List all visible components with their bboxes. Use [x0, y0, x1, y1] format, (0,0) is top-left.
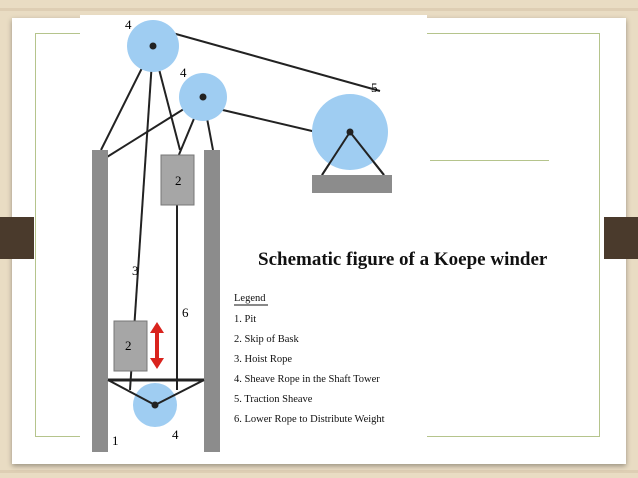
lower-skip [113, 320, 148, 372]
label-upper-skip: 2 [175, 173, 182, 188]
legend-item: 6. Lower Rope to Distribute Weight [234, 414, 385, 425]
decorative-line [430, 160, 549, 161]
label-hoist-rope: 3 [132, 263, 139, 278]
label-bottom-sheave: 4 [172, 427, 179, 442]
shaft-tower-left [92, 150, 108, 452]
koepe-diagram-svg: 2 2 4 4 5 3 6 4 1 [92, 17, 392, 452]
legend: Legend 1. Pit 2. Skip of Bask 3. Hoist R… [234, 293, 385, 425]
legend-item: 1. Pit [234, 314, 256, 325]
label-top-sheave: 4 [125, 17, 132, 32]
motion-arrow-icon [150, 322, 164, 369]
label-lower-rope: 6 [182, 305, 189, 320]
left-tab [0, 217, 34, 259]
upper-skip [160, 154, 195, 206]
legend-title: Legend [234, 293, 266, 304]
shaft-tower-right [204, 150, 220, 452]
label-lower-skip: 2 [125, 338, 132, 353]
slide-caption: Schematic figure of a Koepe winder [258, 249, 548, 270]
right-tab [604, 217, 638, 259]
legend-item: 3. Hoist Rope [234, 354, 292, 365]
label-pit: 1 [112, 433, 119, 448]
traction-base [312, 175, 392, 193]
label-second-sheave: 4 [180, 65, 187, 80]
legend-item: 5. Traction Sheave [234, 394, 313, 405]
label-traction-sheave: 5 [371, 80, 378, 95]
koepe-diagram: 2 2 4 4 5 3 6 4 1 [80, 15, 427, 452]
legend-item: 4. Sheave Rope in the Shaft Tower [234, 374, 380, 385]
legend-item: 2. Skip of Bask [234, 334, 300, 345]
